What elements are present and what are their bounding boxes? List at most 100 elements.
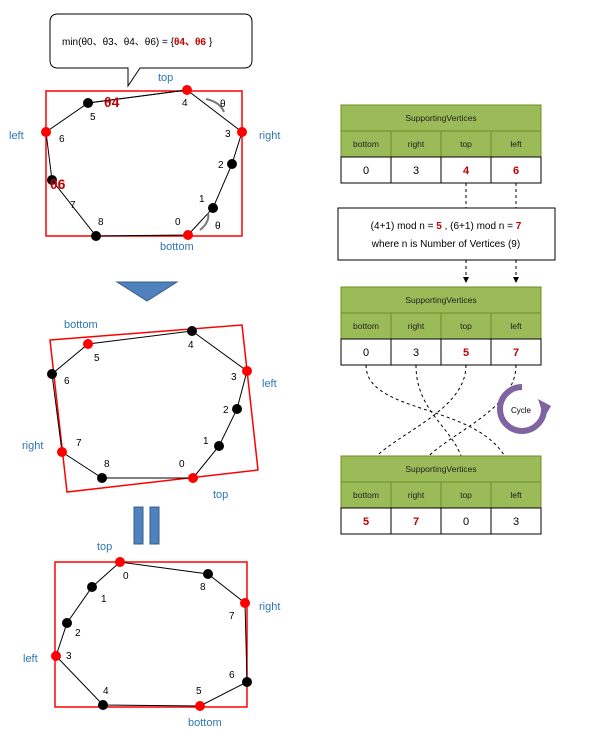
vertex-label-2: 2	[223, 405, 229, 416]
vertex-label-3: 3	[225, 129, 231, 140]
vertex-label-3: 3	[231, 372, 237, 383]
cell-top: 0	[463, 516, 469, 528]
vertex-0	[183, 230, 193, 240]
cell-left: 6	[513, 165, 519, 177]
vertex-label-1: 1	[203, 436, 209, 447]
header-top: top	[460, 490, 472, 500]
vertex-1	[87, 582, 97, 592]
vertex-label-8: 8	[200, 582, 206, 593]
vertex-label-5: 5	[94, 353, 100, 364]
bounding-rect-3	[54, 561, 248, 708]
side-label-right-2: right	[22, 440, 43, 452]
vertex-label-7: 7	[229, 611, 235, 622]
side-label-left-2: left	[262, 378, 277, 390]
vertex-7	[47, 175, 57, 185]
vertex-1	[214, 441, 224, 451]
cell-right: 3	[413, 165, 419, 177]
cell-bottom: 0	[363, 347, 369, 359]
supporting-vertices-table-1: SupportingVertices bottom right top left…	[340, 104, 542, 184]
vertex-4	[98, 700, 108, 710]
vertex-3	[242, 366, 252, 376]
theta-0-label: θ	[215, 221, 221, 232]
vertex-label-6: 6	[59, 134, 65, 145]
side-label-top-2: top	[213, 489, 228, 501]
vertex-label-5: 5	[196, 686, 202, 697]
supporting-vertices-table-3: SupportingVertices bottom right top left…	[340, 455, 542, 535]
cell-bottom: 0	[363, 165, 369, 177]
vertex-2	[232, 404, 242, 414]
vertex-2	[227, 159, 237, 169]
vertex-6	[242, 677, 252, 687]
vertex-5	[83, 98, 93, 108]
vertex-label-4: 4	[103, 686, 109, 697]
header-left: left	[510, 321, 522, 331]
vertex-3	[51, 651, 61, 661]
side-label-top-1: top	[158, 72, 173, 84]
vertex-8	[203, 569, 213, 579]
cell-right: 3	[413, 347, 419, 359]
header-bottom: bottom	[353, 321, 379, 331]
header-top: top	[460, 321, 472, 331]
vertex-4	[187, 326, 197, 336]
cycle-icon: Cycle	[497, 384, 551, 434]
vertex-3	[237, 127, 247, 137]
theta-3-label: θ	[220, 99, 226, 110]
vertex-label-1: 1	[199, 194, 205, 205]
cell-top: 4	[463, 165, 470, 177]
vertex-label-2: 2	[75, 628, 81, 639]
vertex-label-1: 1	[101, 594, 107, 605]
bounding-rect-1	[45, 90, 243, 237]
vertex-label-0: 0	[179, 459, 185, 470]
equals-sign	[133, 506, 160, 545]
formula-line-2: where n is Number of Vertices (9)	[371, 239, 520, 250]
supporting-vertices-table-2: SupportingVertices bottom right top left…	[340, 286, 542, 366]
table-title: SupportingVertices	[405, 113, 476, 123]
table-title: SupportingVertices	[405, 464, 476, 474]
header-bottom: bottom	[353, 139, 379, 149]
side-label-top-3: top	[97, 541, 112, 553]
vertex-0	[188, 473, 198, 483]
vertex-label-7: 7	[70, 200, 76, 211]
theta-4-label: θ4	[104, 94, 120, 110]
vertex-7	[57, 447, 67, 457]
callout-text: min(θ0、θ3、θ4、θ6) = {θ4、θ6}	[62, 37, 213, 48]
header-top: top	[460, 139, 472, 149]
vertex-label-6: 6	[229, 670, 235, 681]
cell-bottom: 5	[363, 516, 369, 528]
vertex-6	[47, 369, 57, 379]
polygon-diagram-1: 0 1 2 3 4 5 6 7 8 θ4 θ6 θ θ top right le…	[9, 72, 280, 253]
side-label-right-3: right	[259, 601, 280, 613]
vertex-2	[62, 618, 72, 628]
vertex-label-0: 0	[175, 217, 181, 228]
bounding-rect-2	[49, 324, 259, 493]
vertex-label-4: 4	[188, 340, 194, 351]
vertex-8	[97, 473, 107, 483]
vertex-label-2: 2	[218, 160, 224, 171]
side-label-left-1: left	[9, 130, 24, 142]
edge-5-4	[87, 89, 188, 104]
vertex-label-7: 7	[76, 438, 82, 449]
down-arrow	[115, 281, 179, 302]
cell-right: 7	[413, 516, 419, 528]
header-right: right	[408, 490, 425, 500]
polygon-diagram-3: 0 1 2 3 4 5 6 7 8 top right left bottom	[23, 541, 280, 729]
cell-left: 7	[513, 347, 519, 359]
cycle-label: Cycle	[511, 406, 532, 415]
header-right: right	[408, 139, 425, 149]
callout-bubble: min(θ0、θ3、θ4、θ6) = {θ4、θ6}	[49, 13, 253, 88]
vertex-label-8: 8	[98, 217, 104, 228]
formula-box: (4+1) mod n = 5 , (6+1) mod n = 7 where …	[337, 207, 556, 261]
vertex-label-4: 4	[182, 98, 188, 109]
theta-6-label: θ6	[50, 176, 66, 192]
side-label-bottom-3: bottom	[188, 717, 222, 729]
vertex-label-0: 0	[123, 571, 129, 582]
vertex-0	[115, 557, 125, 567]
vertex-7	[240, 598, 250, 608]
vertex-5	[195, 701, 205, 711]
formula-line-1: (4+1) mod n = 5 , (6+1) mod n = 7	[371, 221, 522, 232]
side-label-bottom-1: bottom	[160, 241, 194, 253]
vertex-8	[91, 231, 101, 241]
vertex-1	[208, 203, 218, 213]
vertex-4	[182, 85, 192, 95]
